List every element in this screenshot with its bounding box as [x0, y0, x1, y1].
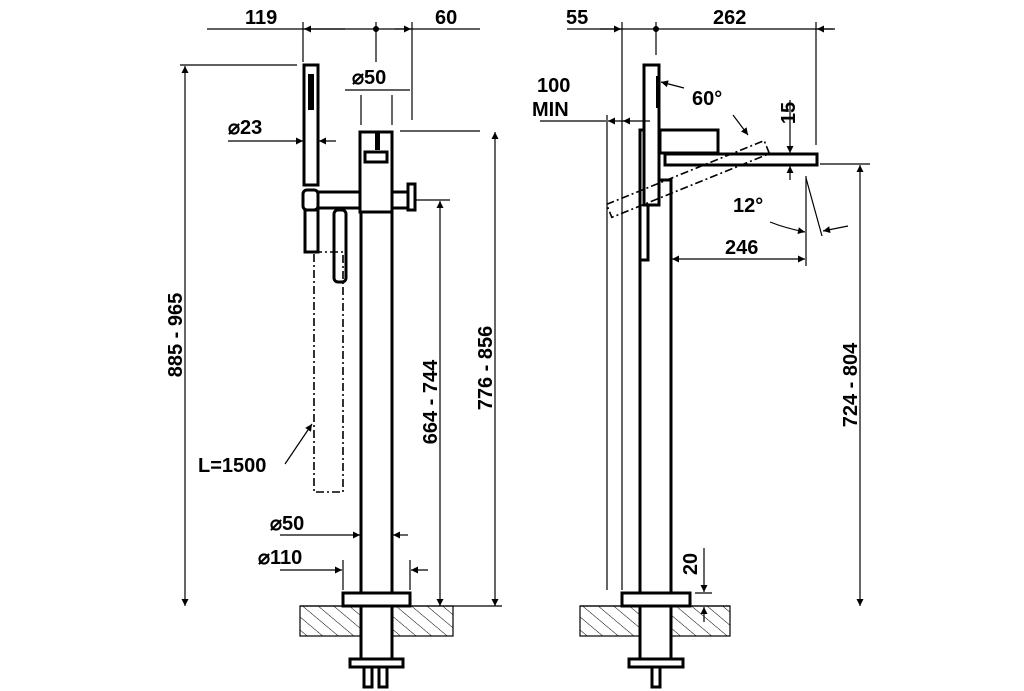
column [359, 206, 394, 596]
dim-55: 55 [566, 7, 588, 29]
diverter-stem [390, 190, 410, 210]
hose-connector-left [303, 208, 320, 254]
front-view: 119 60 ⌀50 ⌀23 885 - 965 776 - 856 664 -… [165, 7, 502, 689]
hose-leader [284, 423, 313, 465]
lever-notch [363, 150, 389, 164]
mounting-pin [377, 665, 389, 689]
mounting-pin [362, 665, 374, 689]
dim-total-height: 885 - 965 [165, 293, 187, 378]
dim-spout-thickness: 15 [778, 102, 800, 124]
base-plate [341, 591, 412, 608]
dim-spout-reach: 246 [725, 237, 758, 259]
column-underfloor [359, 604, 394, 662]
handshower-nozzle [656, 76, 659, 108]
angle-handle: 60° [692, 88, 722, 110]
mounting-pin [650, 665, 662, 689]
dim-outlet-height: 664 - 744 [420, 359, 442, 444]
clearance-value: 100 [537, 75, 570, 97]
lever-rotated-outline [605, 139, 771, 219]
drawing-line [732, 114, 749, 136]
drawing-line [660, 80, 685, 89]
dim-262: 262 [713, 7, 746, 29]
dim-spout-height: 724 - 804 [840, 342, 862, 427]
side-view: 55 262 100 MIN 60° 15 12° 246 724 - 804 … [532, 7, 870, 689]
mounting-flange [348, 657, 405, 669]
dim-60: 60 [435, 7, 457, 29]
center-dot [373, 26, 379, 32]
hose-connector-right [332, 208, 348, 284]
drawing-line [805, 177, 823, 237]
center-dot [653, 26, 659, 32]
spout [663, 152, 819, 167]
dim-dia-handshower: ⌀23 [228, 117, 262, 139]
dim-dia-base: ⌀110 [258, 547, 302, 569]
lever-slot [375, 132, 380, 150]
column-underfloor [638, 604, 673, 662]
dim-dia-body: ⌀50 [352, 67, 386, 89]
dim-body-height: 776 - 856 [475, 326, 497, 411]
hose-length-label: L=1500 [198, 455, 266, 477]
angle-spout: 12° [733, 195, 763, 217]
dim-dia-column: ⌀50 [270, 513, 304, 535]
handshower-holder [301, 188, 320, 212]
handshower-nozzle [308, 74, 314, 110]
mixer-lever [658, 128, 720, 155]
dim-119: 119 [245, 7, 277, 29]
hose-outline [313, 251, 344, 493]
base-plate [620, 591, 692, 608]
handshower [302, 63, 320, 187]
dim-base-height: 20 [680, 553, 702, 575]
diverter-knob [406, 182, 417, 212]
clearance-unit: MIN [532, 99, 569, 121]
drawing-line [822, 225, 849, 234]
